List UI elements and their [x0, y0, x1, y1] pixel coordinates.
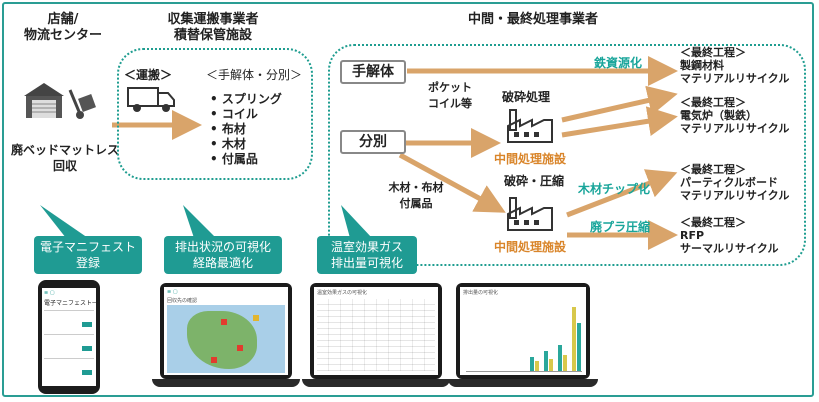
map-screen-title: 回収先の確認 — [167, 298, 198, 304]
chart-screen-title: 排出量の可視化 — [463, 290, 499, 296]
manual-dismantle-box: 手解体 — [340, 60, 406, 84]
list-item: • 付属品 — [210, 152, 258, 166]
list-item: • スプリング — [210, 92, 282, 106]
steel-recycling-label: 鉄資源化 — [594, 56, 643, 70]
factory-icon — [507, 197, 553, 231]
phone-screen-title: 電子マニフェスト一覧 — [44, 300, 96, 307]
final-process-title: ＜最終工程＞ — [680, 216, 746, 229]
collector-header-line1: 収集運搬事業者 — [167, 12, 259, 27]
arrow-wood-to-board — [566, 169, 678, 218]
list-item: • 布材 — [210, 122, 246, 136]
final-process-line: パーティクルボード — [680, 176, 779, 189]
final-process-title: ＜最終工程＞ — [680, 163, 746, 176]
crush-compress-label: 破砕・圧縮 — [504, 174, 565, 188]
list-item: • 木材 — [210, 137, 246, 151]
manual-sort-label: ＜手解体・分別＞ — [206, 68, 303, 82]
final-process-1: ＜最終工程＞ 製鋼材料 マテリアルリサイクル — [680, 46, 789, 85]
wood-chip-label: 木材チップ化 — [578, 182, 651, 196]
collector-header-line2: 積替保管施設 — [173, 28, 252, 43]
final-process-line: サーマルリサイクル — [680, 242, 779, 255]
final-process-line: マテリアルリサイクル — [680, 189, 790, 202]
processor-header: 中間・最終処理事業者 — [468, 12, 599, 27]
transport-label: ＜運搬＞ — [124, 68, 173, 82]
plastic-compress-label: 廃プラ圧縮 — [590, 220, 651, 234]
pocket-coil-line2: コイル等 — [428, 97, 472, 110]
callout-line: 電子マニフェスト — [39, 240, 136, 254]
callout-ghg: 温室効果ガス 排出量可視化 — [317, 236, 417, 274]
store-caption-line1: 廃ベッドマットレス — [10, 143, 119, 157]
final-process-title: ＜最終工程＞ — [680, 46, 746, 59]
collector-header: 収集運搬事業者 積替保管施設 — [148, 12, 278, 44]
sorting-box: 分別 — [340, 130, 406, 154]
callout-pointer-manifest — [40, 205, 88, 238]
arrow-sort-to-wood — [398, 152, 506, 213]
callout-line: 温室効果ガス — [330, 240, 403, 254]
processor-box — [328, 44, 806, 266]
final-process-line: 製鋼材料 — [680, 59, 724, 72]
final-process-line: RFP — [680, 229, 705, 242]
final-process-title: ＜最終工程＞ — [680, 96, 746, 109]
final-process-line: 電気炉（製鉄） — [680, 109, 757, 122]
wood-fabric-label: 木材・布材 付属品 — [378, 180, 454, 212]
store-header: 店舗/ 物流センター — [18, 12, 108, 44]
factory-icon — [507, 109, 553, 143]
final-process-4: ＜最終工程＞ RFP サーマルリサイクル — [680, 216, 778, 255]
pocket-coil-line1: ポケット — [428, 81, 472, 94]
store-header-line1: 店舗/ — [47, 12, 79, 27]
intermediate-facility-1: 中間処理施設 — [494, 152, 567, 166]
outer-frame — [2, 2, 814, 397]
crushing-label: 破砕処理 — [502, 90, 551, 104]
list-item: • コイル — [210, 107, 258, 121]
final-process-3: ＜最終工程＞ パーティクルボード マテリアルリサイクル — [680, 163, 789, 202]
callout-visualize: 排出状況の可視化 経路最適化 — [164, 236, 282, 274]
phone-icon: ≡ ▢ 電子マニフェスト一覧 — [38, 280, 100, 394]
pocket-coil-label: ポケット コイル等 — [420, 80, 480, 112]
final-process-line: マテリアルリサイクル — [680, 122, 790, 135]
table-screen-title: 温室効果ガスの可視化 — [317, 290, 368, 296]
final-process-2: ＜最終工程＞ 電気炉（製鉄） マテリアルリサイクル — [680, 96, 789, 135]
arrow-crush-to-furnace — [561, 106, 678, 138]
callout-line: 排出量可視化 — [330, 256, 403, 270]
warehouse-icon — [24, 83, 64, 118]
wood-fabric-line2: 付属品 — [399, 197, 433, 210]
store-header-line2: 物流センター — [23, 28, 102, 43]
callout-line: 登録 — [75, 256, 100, 270]
wood-fabric-line1: 木材・布材 — [388, 181, 444, 194]
callout-line: 経路最適化 — [192, 256, 253, 270]
arrow-crush-to-steel — [561, 85, 678, 123]
callout-pointer-visualize — [183, 205, 216, 238]
collector-item-list: • スプリング • コイル • 布材 • 木材 • 付属品 — [210, 92, 282, 167]
callout-manifest: 電子マニフェスト 登録 — [34, 236, 142, 274]
final-process-line: マテリアルリサイクル — [680, 72, 790, 85]
truck-icon — [127, 87, 175, 112]
callout-pointer-ghg — [341, 205, 372, 238]
collector-box — [117, 48, 313, 180]
store-caption: 廃ベッドマットレス 回収 — [10, 142, 120, 174]
callout-line: 排出状況の可視化 — [174, 240, 271, 254]
intermediate-facility-2: 中間処理施設 — [494, 240, 567, 254]
hand-truck-icon — [68, 89, 96, 119]
store-caption-line2: 回収 — [52, 159, 77, 173]
